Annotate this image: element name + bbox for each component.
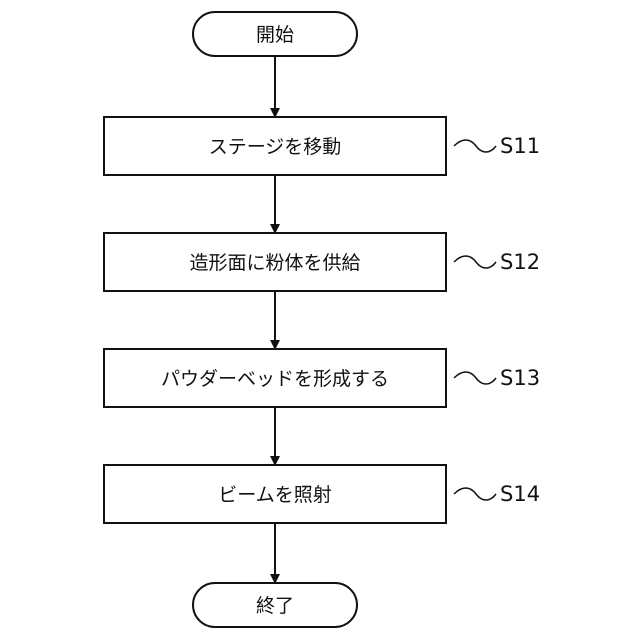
leader-line-s12 bbox=[454, 256, 496, 268]
process-label-s12: 造形面に粉体を供給 bbox=[189, 252, 360, 274]
process-label-s14: ビームを照射 bbox=[218, 484, 331, 506]
end-label: 終了 bbox=[256, 595, 294, 617]
step-id-s13: S13 bbox=[500, 366, 540, 390]
leader-line-s13 bbox=[454, 372, 496, 384]
process-label-s13: パウダーベッドを形成する bbox=[161, 368, 389, 390]
start-label: 開始 bbox=[256, 24, 294, 46]
leader-line-s14 bbox=[454, 488, 496, 500]
process-label-s11: ステージを移動 bbox=[209, 136, 342, 158]
leader-line-s11 bbox=[454, 140, 496, 152]
step-id-s11: S11 bbox=[500, 134, 540, 158]
step-id-s12: S12 bbox=[500, 250, 540, 274]
step-id-s14: S14 bbox=[500, 482, 540, 506]
